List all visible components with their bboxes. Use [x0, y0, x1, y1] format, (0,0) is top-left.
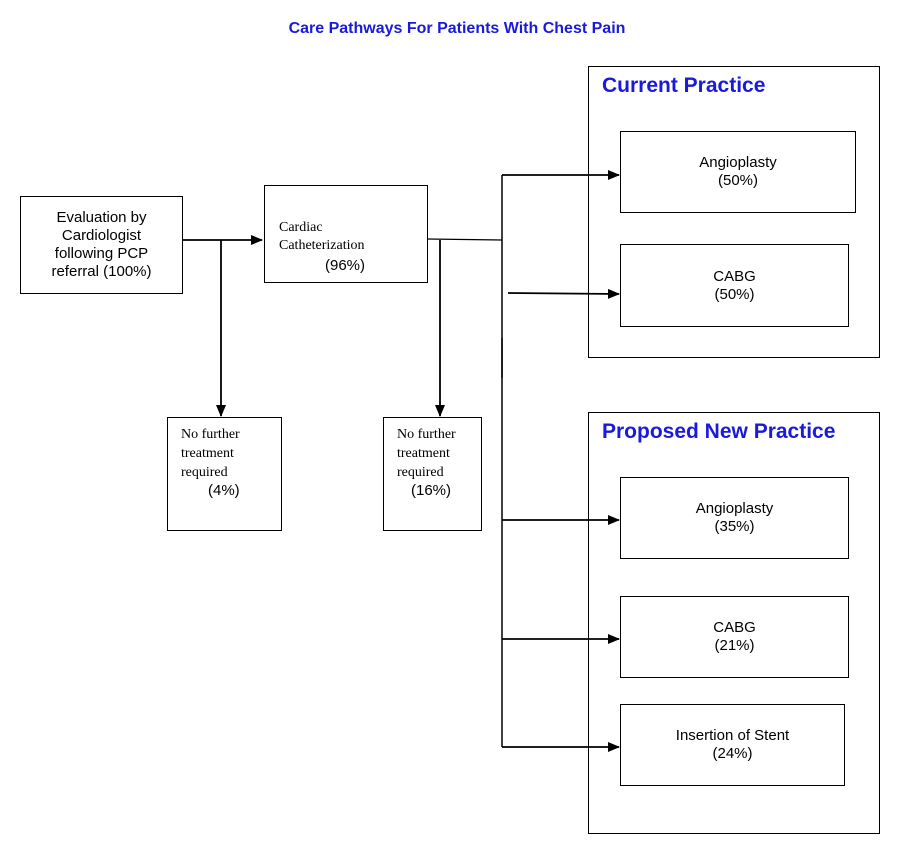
current-cabg-label: CABG — [713, 267, 756, 285]
no-further-treatment-node-2: No further treatment required (16%) — [383, 417, 482, 531]
no-further-1-percent: (4%) — [208, 482, 240, 499]
no-further-1-line-1: No further — [181, 427, 240, 442]
catheterization-line-1: Cardiac — [279, 220, 323, 235]
proposed-cabg-node: CABG (21%) — [620, 596, 849, 678]
evaluation-node: Evaluation by Cardiologist following PCP… — [20, 196, 183, 294]
catheterization-line-2: Catheterization — [279, 238, 365, 253]
evaluation-line-3: following PCP — [54, 245, 149, 262]
no-further-1-line-2: treatment — [181, 446, 234, 461]
proposed-angioplasty-percent: (35%) — [714, 518, 755, 535]
proposed-stent-percent: (24%) — [712, 745, 753, 762]
diagram-title: Care Pathways For Patients With Chest Pa… — [288, 20, 626, 37]
edge-catheterization-trunk — [426, 238, 503, 241]
no-further-2-line-2: treatment — [397, 446, 450, 461]
proposed-cabg-percent: (21%) — [714, 637, 755, 654]
current-practice-heading: Current Practice — [602, 74, 766, 97]
proposed-angioplasty-node: Angioplasty (35%) — [620, 477, 849, 559]
current-angioplasty-label: Angioplasty — [699, 154, 777, 171]
proposed-stent-label: Insertion of Stent — [675, 727, 790, 744]
current-cabg-percent: (50%) — [714, 285, 755, 303]
no-further-treatment-node-1: No further treatment required (4%) — [167, 417, 282, 531]
catheterization-percent: (96%) — [325, 257, 366, 274]
proposed-stent-node: Insertion of Stent (24%) — [620, 704, 845, 786]
catheterization-node: Cardiac Catheterization (96%) — [264, 185, 428, 283]
proposed-practice-heading: Proposed New Practice — [602, 420, 836, 443]
proposed-cabg-label: CABG — [713, 619, 756, 636]
no-further-2-percent: (16%) — [411, 482, 452, 499]
edge-trunk-current-cabg — [507, 288, 620, 299]
current-angioplasty-node: Angioplasty (50%) — [620, 131, 856, 213]
current-cabg-node: CABG (50%) — [620, 244, 849, 327]
no-further-2-line-1: No further — [397, 427, 456, 442]
current-angioplasty-percent: (50%) — [717, 172, 758, 189]
evaluation-line-2: Cardiologist — [61, 227, 142, 244]
no-further-1-line-3: required — [181, 465, 228, 480]
no-further-2-line-3: required — [397, 465, 444, 480]
proposed-angioplasty-label: Angioplasty — [695, 500, 774, 517]
evaluation-line-1: Evaluation by — [56, 209, 147, 226]
evaluation-line-4: referral (100%) — [51, 263, 152, 280]
